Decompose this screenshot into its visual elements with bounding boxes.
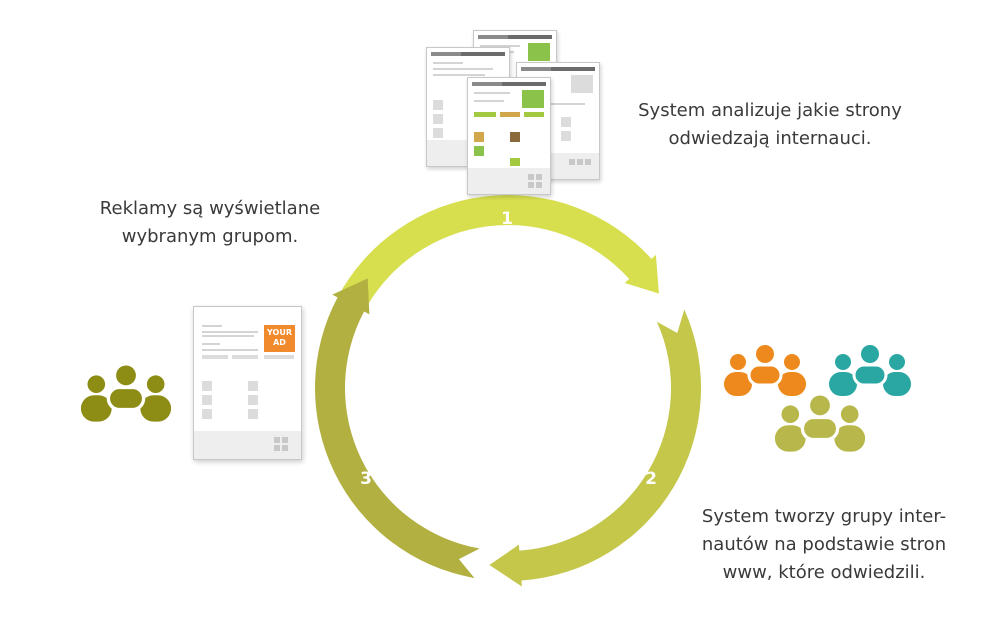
step-3-caption: Reklamy są wyświetlane wybranym grupom. bbox=[80, 195, 340, 251]
people-group-icon bbox=[774, 395, 866, 452]
caption-line: odwiedzają internauci. bbox=[668, 128, 872, 149]
people-group-icon bbox=[80, 365, 172, 422]
step-number-1: 1 bbox=[501, 209, 513, 229]
caption-line: nautów na podstawie stron bbox=[701, 534, 947, 555]
caption-line: wybranym grupom. bbox=[121, 226, 299, 247]
caption-line: System analizuje jakie strony bbox=[638, 100, 902, 121]
step-number-2: 2 bbox=[645, 469, 657, 489]
ad-webpage-thumbnail: YOUR AD bbox=[193, 306, 302, 460]
caption-line: www, które odwiedzili. bbox=[722, 562, 926, 583]
arrow-step-3 bbox=[315, 278, 480, 579]
your-ad-banner: YOUR AD bbox=[264, 325, 295, 352]
ad-label-line: YOUR bbox=[267, 328, 292, 337]
step-number-3: 3 bbox=[360, 469, 372, 489]
arrow-step-1 bbox=[337, 195, 659, 312]
arrow-step-2 bbox=[489, 309, 701, 587]
people-group-icon bbox=[829, 345, 911, 396]
step-2-caption: System tworzy grupy inter- nautów na pod… bbox=[690, 503, 958, 587]
caption-line: Reklamy są wyświetlane bbox=[99, 198, 321, 219]
webpage-thumbnail-icon bbox=[467, 77, 551, 195]
step-1-caption: System analizuje jakie strony odwiedzają… bbox=[620, 97, 920, 153]
caption-line: System tworzy grupy inter- bbox=[701, 506, 947, 527]
people-group-icon bbox=[724, 345, 806, 396]
ad-label-line: AD bbox=[273, 338, 286, 347]
